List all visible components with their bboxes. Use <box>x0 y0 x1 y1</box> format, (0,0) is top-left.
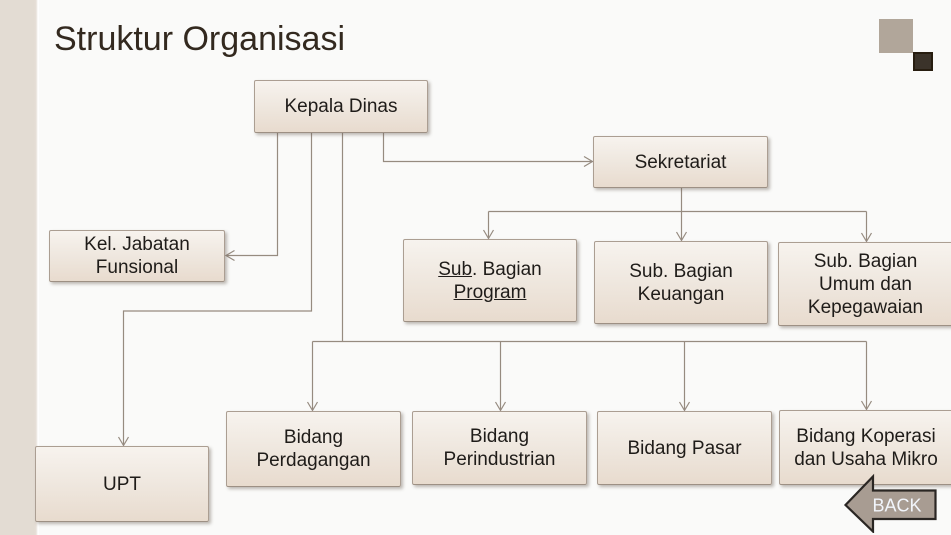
svg-text:BACK: BACK <box>872 496 921 516</box>
